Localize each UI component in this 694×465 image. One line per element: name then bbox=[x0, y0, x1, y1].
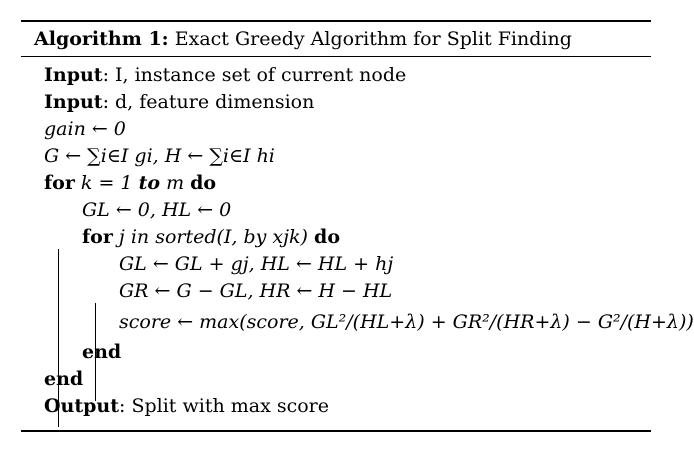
init-left-line: GL ← 0, HL ← 0 bbox=[21, 197, 651, 224]
for-j-block-bar bbox=[95, 303, 96, 401]
for-keyword: for bbox=[44, 172, 75, 194]
for-j-line: for j in sorted(I, by xjk) do bbox=[21, 224, 651, 251]
to-keyword: to bbox=[138, 172, 161, 194]
for-k-end: m bbox=[166, 172, 185, 194]
output-text: : Split with max score bbox=[119, 395, 329, 417]
for-keyword: for bbox=[82, 226, 113, 248]
for-k-start: k = 1 bbox=[80, 172, 133, 194]
top-rule bbox=[21, 20, 651, 22]
input-dimension-text: : d, feature dimension bbox=[102, 91, 315, 113]
algorithm-label: Algorithm 1: bbox=[34, 28, 169, 50]
caption-rule bbox=[21, 56, 651, 57]
update-left-line: GL ← GL + gj, HL ← HL + hj bbox=[21, 251, 651, 278]
end-for-k-line: end bbox=[21, 366, 651, 393]
output-keyword: Output bbox=[44, 395, 120, 417]
gh-init-line: G ← ∑i∈I gi, H ← ∑i∈I hi bbox=[21, 143, 651, 170]
algorithm-body: Input: I, instance set of current node I… bbox=[21, 57, 694, 427]
update-left-text: GL ← GL + gj, HL ← HL + hj bbox=[119, 253, 394, 275]
score-line: score ← max(score, GL²/(HL+λ) + GR²/(HR+… bbox=[21, 305, 694, 339]
output-line: Output: Split with max score bbox=[21, 393, 651, 420]
end-keyword: end bbox=[44, 368, 84, 390]
score-text: score ← max(score, GL²/(HL+λ) + GR²/(HR+… bbox=[119, 311, 694, 333]
for-k-line: for k = 1 to m do bbox=[21, 170, 651, 197]
end-keyword: end bbox=[82, 341, 122, 363]
update-right-line: GR ← G − GL, HR ← H − HL bbox=[21, 278, 651, 305]
algorithm-caption: Algorithm 1: Exact Greedy Algorithm for … bbox=[21, 22, 651, 56]
do-keyword: do bbox=[190, 172, 217, 194]
update-right-text: GR ← G − GL, HR ← H − HL bbox=[119, 280, 393, 302]
gain-init-line: gain ← 0 bbox=[21, 116, 651, 143]
for-j-text: j in sorted(I, by xjk) bbox=[118, 226, 308, 248]
input-instance-text: : I, instance set of current node bbox=[102, 64, 407, 86]
input-instance-line: Input: I, instance set of current node bbox=[21, 62, 651, 89]
for-k-block-bar bbox=[58, 249, 59, 427]
input-keyword: Input bbox=[44, 91, 103, 113]
gain-init-text: gain ← 0 bbox=[44, 118, 126, 140]
end-for-j-line: end bbox=[21, 339, 651, 366]
init-left-text: GL ← 0, HL ← 0 bbox=[82, 199, 232, 221]
bottom-rule bbox=[21, 430, 651, 432]
algorithm-title: Exact Greedy Algorithm for Split Finding bbox=[174, 28, 572, 50]
input-keyword: Input bbox=[44, 64, 103, 86]
gh-init-text: G ← ∑i∈I gi, H ← ∑i∈I hi bbox=[44, 145, 275, 167]
do-keyword: do bbox=[314, 226, 340, 248]
input-dimension-line: Input: d, feature dimension bbox=[21, 89, 651, 116]
algorithm-box: Algorithm 1: Exact Greedy Algorithm for … bbox=[21, 20, 694, 432]
